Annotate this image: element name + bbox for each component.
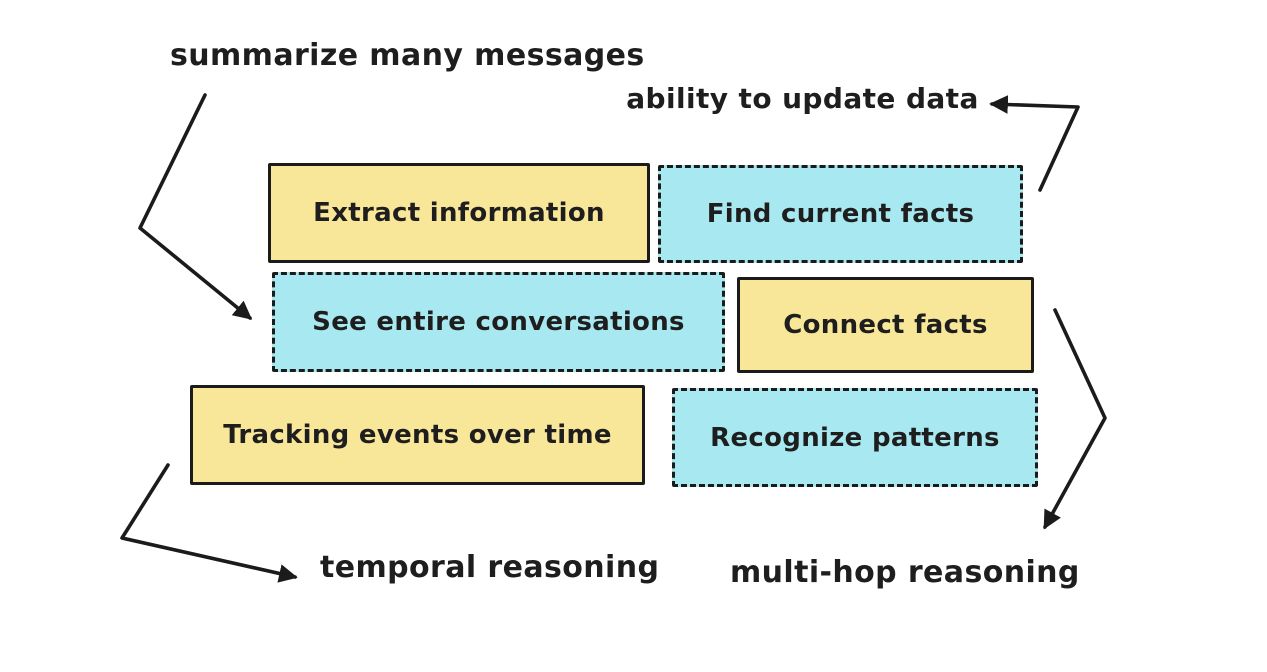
box-label: Find current facts bbox=[706, 199, 975, 229]
box-find-current-facts: Find current facts bbox=[658, 165, 1023, 263]
arrow-connect-facts-to-multi-hop-reasoning bbox=[1043, 308, 1107, 530]
annotation-temporal-reasoning: temporal reasoning bbox=[320, 550, 660, 585]
box-recognize-patterns: Recognize patterns bbox=[672, 388, 1038, 487]
arrow-summarize-to-see-entire-conversations bbox=[138, 93, 253, 320]
annotation-ability-to-update-data: ability to update data bbox=[626, 82, 979, 115]
box-label: See entire conversations bbox=[312, 307, 685, 337]
annotation-summarize-many-messages: summarize many messages bbox=[170, 38, 645, 73]
box-connect-facts: Connect facts bbox=[737, 277, 1034, 373]
box-extract-information: Extract information bbox=[268, 163, 650, 263]
annotation-multi-hop-reasoning: multi-hop reasoning bbox=[730, 555, 1080, 590]
box-label: Connect facts bbox=[783, 310, 988, 340]
box-label: Recognize patterns bbox=[710, 422, 1000, 453]
box-tracking-events-over-time: Tracking events over time bbox=[190, 385, 645, 485]
box-see-entire-conversations: See entire conversations bbox=[272, 272, 725, 372]
box-label: Tracking events over time bbox=[223, 420, 612, 450]
box-label: Extract information bbox=[313, 198, 605, 228]
